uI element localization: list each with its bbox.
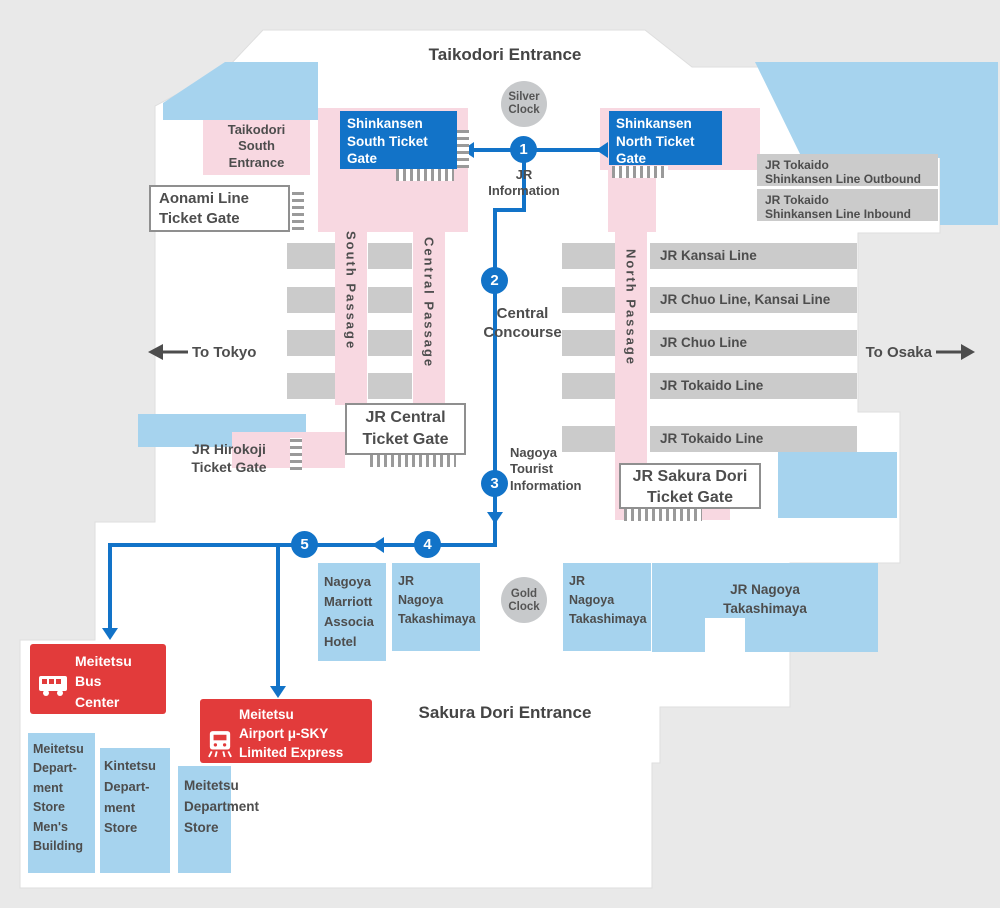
area-hirokoji-link-pink bbox=[232, 432, 345, 468]
bld-takashimaya-right-shape bbox=[652, 563, 878, 652]
shinkansen-inbound-label: JR Tokaido Shinkansen Line Inbound bbox=[765, 193, 912, 222]
gold-clock-label: Gold Clock bbox=[508, 588, 540, 614]
meitetsu-airport-express-box: Meitetsu Airport μ-SKY Limited Express bbox=[200, 699, 372, 763]
bld-takashimaya-left-shape bbox=[392, 563, 480, 651]
jr-chuo-kansai-line-label: JR Chuo Line, Kansai Line bbox=[660, 292, 831, 307]
shinkansen-north-gate-box: Shinkansen North Ticket Gate bbox=[609, 111, 722, 166]
jr-tokaido-line-label-1: JR Tokaido Line bbox=[660, 378, 764, 393]
jr-sakura-dori-gate-box: JR Sakura Dori Ticket Gate bbox=[619, 463, 761, 509]
meitetsu-bus-center-label: Meitetsu Bus Center bbox=[75, 653, 132, 710]
to-osaka-label: To Osaka bbox=[865, 344, 932, 361]
area-upper-left-blue bbox=[163, 62, 318, 120]
area-shinkansen-platforms-blue bbox=[755, 62, 998, 225]
area-taikodori-south-pink bbox=[203, 120, 310, 175]
route-stop-2: 2 bbox=[481, 267, 508, 294]
south-gate-side-hatch bbox=[457, 130, 469, 168]
platform-bars bbox=[287, 154, 938, 452]
route-stop-5: 5 bbox=[291, 531, 318, 558]
tourist-information-label: Nagoya Tourist Information bbox=[510, 445, 582, 493]
area-sakura-right-blue bbox=[778, 452, 897, 518]
sakura-dori-entrance-title: Sakura Dori Entrance bbox=[418, 703, 592, 722]
route-stop-3: 3 bbox=[481, 470, 508, 497]
passage-south-shape bbox=[335, 232, 367, 405]
area-north-upper-pink bbox=[608, 168, 656, 232]
meitetsu-airport-express-label: Meitetsu Airport μ-SKY Limited Express bbox=[239, 707, 344, 760]
hirokoji-gate-hatch bbox=[290, 438, 302, 470]
central-concourse-label: Central Concourse bbox=[483, 305, 562, 341]
meitetsu-bus-center-box: Meitetsu Bus Center bbox=[30, 644, 166, 714]
takashimaya-right-label: JR Nagoya Takashimaya bbox=[723, 582, 807, 616]
jr-chuo-line-label: JR Chuo Line bbox=[660, 335, 747, 350]
bld-marriott-shape bbox=[318, 563, 386, 661]
route-stop-1: 1 bbox=[510, 136, 537, 163]
bld-takashimaya-mid-shape bbox=[563, 563, 651, 651]
south-gate-hatch bbox=[396, 168, 454, 181]
silver-clock-shape bbox=[501, 81, 547, 127]
bld-meitetsu-mens-shape bbox=[28, 733, 95, 873]
meitetsu-dept-label: Meitetsu Department Store bbox=[184, 778, 260, 835]
taikodori-entrance-title: Taikodori Entrance bbox=[428, 45, 582, 64]
takashimaya-left-label: JR Nagoya Takashimaya bbox=[398, 574, 476, 626]
train-icon bbox=[208, 711, 232, 764]
to-osaka-arrow-icon bbox=[936, 344, 975, 360]
central-passage-label: Central Passage bbox=[421, 236, 437, 369]
aonami-gate-hatch bbox=[292, 190, 304, 230]
gold-clock-shape bbox=[501, 577, 547, 623]
marriott-hotel-label: Nagoya Marriott Associa Hotel bbox=[324, 574, 374, 650]
meitetsu-mens-label: Meitetsu Depart- ment Store Men's Buildi… bbox=[33, 742, 84, 853]
to-tokyo-label: To Tokyo bbox=[192, 344, 257, 361]
south-passage-label: South Passage bbox=[343, 231, 359, 351]
north-gate-hatch bbox=[612, 166, 668, 178]
sakura-gate-hatch bbox=[624, 509, 702, 521]
bus-icon bbox=[38, 656, 68, 703]
shinkansen-south-gate-box: Shinkansen South Ticket Gate bbox=[340, 111, 457, 169]
route-stop-4: 4 bbox=[414, 531, 441, 558]
silver-clock-label: Silver Clock bbox=[508, 91, 540, 117]
bld-meitetsu-dept-shape bbox=[178, 766, 231, 873]
to-tokyo-arrow-icon bbox=[148, 344, 188, 360]
central-gate-hatch bbox=[370, 455, 456, 467]
jr-kansai-line-label: JR Kansai Line bbox=[660, 248, 757, 263]
jr-tokaido-line-label-2: JR Tokaido Line bbox=[660, 431, 764, 446]
jr-information-label: JR Information bbox=[488, 167, 560, 199]
jr-hirokoji-gate-label: JR Hirokoji Ticket Gate bbox=[191, 441, 267, 475]
kintetsu-label: Kintetsu Depart- ment Store bbox=[104, 758, 156, 836]
jr-central-gate-box: JR Central Ticket Gate bbox=[345, 403, 466, 455]
bld-kintetsu-shape bbox=[100, 748, 170, 873]
aonami-gate-box: Aonami Line Ticket Gate bbox=[149, 185, 290, 232]
north-passage-label: North Passage bbox=[623, 248, 639, 367]
takashimaya-mid-label: JR Nagoya Takashimaya bbox=[569, 574, 647, 626]
taikodori-south-entrance-label: Taikodori South Entrance bbox=[227, 122, 286, 170]
shinkansen-outbound-label: JR Tokaido Shinkansen Line Outbound bbox=[765, 158, 921, 187]
